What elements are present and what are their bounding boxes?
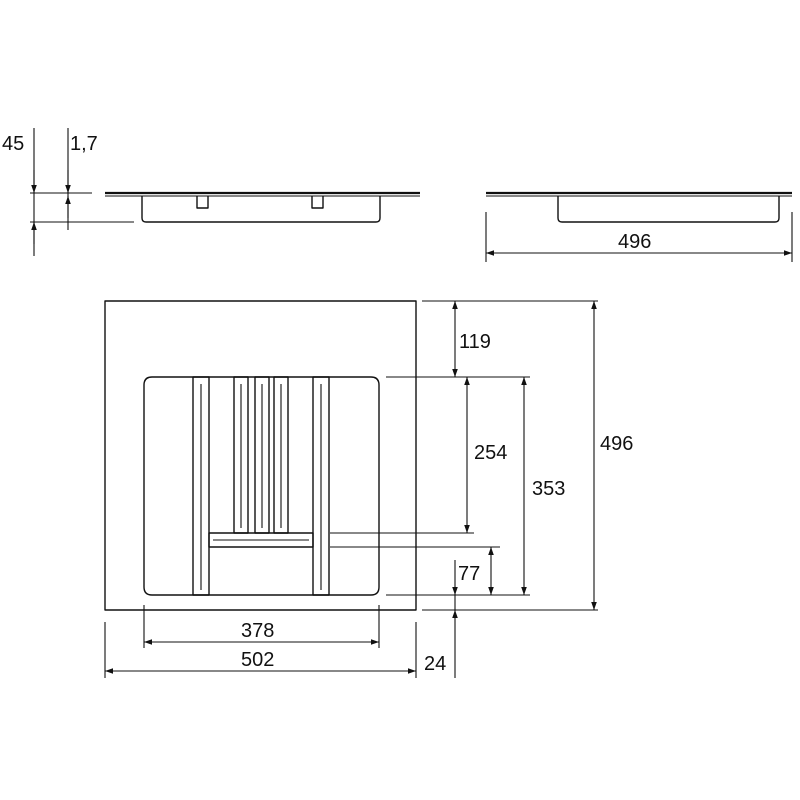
height-total-label: 45 bbox=[2, 133, 24, 155]
plan-extension-lines bbox=[104, 300, 598, 678]
side-depth-label: 496 bbox=[618, 231, 651, 253]
width-total-label: 502 bbox=[241, 649, 274, 671]
inner-width-label: 378 bbox=[241, 620, 274, 642]
cross-divider bbox=[208, 532, 314, 548]
end-gap-label: 77 bbox=[458, 563, 480, 585]
inner-width-dimension: 378 bbox=[144, 620, 379, 645]
divider-inner-3 bbox=[273, 376, 289, 534]
compartment-length-label: 254 bbox=[474, 442, 507, 464]
plan-view bbox=[104, 300, 417, 611]
divider-outer-right bbox=[312, 376, 330, 596]
front-elevation-view bbox=[105, 191, 420, 223]
rear-offset-label: 24 bbox=[424, 653, 446, 675]
end-gap-dimension: 77 bbox=[458, 547, 494, 595]
depth-total-label: 496 bbox=[600, 433, 633, 455]
height-dimension-group: 45 1,7 bbox=[2, 128, 134, 256]
width-total-dimension: 502 bbox=[105, 649, 416, 674]
wall-thickness-label: 1,7 bbox=[70, 133, 98, 155]
front-offset-label: 119 bbox=[459, 331, 491, 353]
rear-offset-dimension: 24 bbox=[424, 560, 458, 678]
side-elevation-view: 496 bbox=[485, 191, 793, 262]
divider-outer-left bbox=[192, 376, 210, 596]
front-offset-dimension: 119 bbox=[452, 301, 491, 377]
divider-inner-2 bbox=[254, 376, 270, 534]
compartment-length-dimension: 254 bbox=[464, 377, 507, 533]
inner-depth-dimension: 353 bbox=[521, 377, 565, 595]
inner-depth-label: 353 bbox=[532, 478, 565, 500]
divider-inner-1 bbox=[233, 376, 249, 534]
depth-total-dimension: 496 bbox=[591, 301, 633, 610]
